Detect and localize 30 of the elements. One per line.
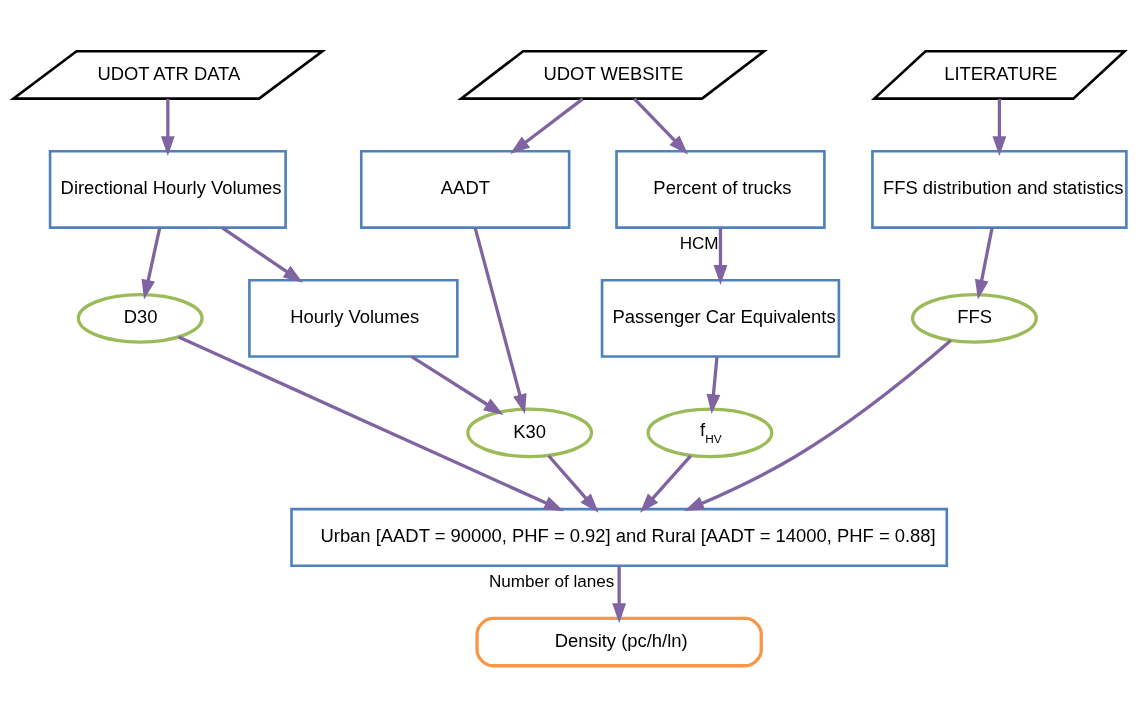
arrow: [706, 356, 721, 415]
node-box: Directional Hourly Volumes: [48, 149, 287, 229]
arrow: [639, 454, 692, 513]
node-ellipse: D30: [76, 293, 204, 344]
arrow: [713, 227, 728, 285]
arrow: [160, 98, 175, 156]
arrow: [473, 227, 527, 414]
node-box: Hourly Volumes: [248, 278, 459, 358]
node-ellipse: K30: [466, 407, 594, 459]
node-ellipse: FFS: [910, 293, 1038, 344]
edge-label: Number of lanes: [488, 572, 615, 592]
arrow: [221, 226, 303, 283]
edge-label: HCM: [679, 233, 719, 253]
arrow: [510, 97, 584, 154]
arrow: [547, 454, 599, 513]
node-box: Density (pc/h/ln): [475, 616, 763, 668]
arrow: [633, 97, 689, 155]
arrow: [992, 98, 1007, 156]
arrow: [974, 227, 994, 300]
node-box: AADT: [359, 149, 571, 229]
node-box: Passenger Car Equivalents: [600, 278, 841, 358]
arrow: [612, 566, 627, 624]
node-box: FFS distribution and statistics: [871, 149, 1128, 229]
arrow: [684, 339, 952, 511]
node-ellipse: f$_{HV}$: [646, 407, 774, 459]
node-box: Urban [AADT = 90000, PHF = 0.92] and Rural [AADT = 14000, PHF = 0.88]: [290, 507, 949, 568]
arrow: [141, 227, 162, 300]
node-box: Percent of trucks: [615, 149, 826, 229]
arrow: [177, 335, 564, 512]
arrow: [410, 355, 504, 415]
